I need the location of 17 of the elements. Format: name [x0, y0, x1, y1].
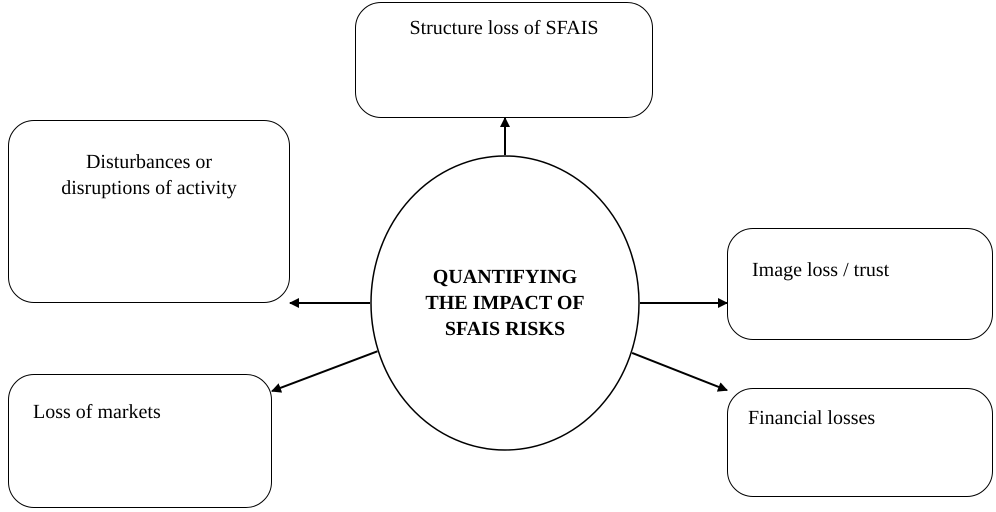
- node-label: QUANTIFYING THE IMPACT OF SFAIS RISKS: [424, 265, 586, 342]
- rounded-box: [727, 228, 993, 340]
- node-label: Disturbances or disruptions of activity: [60, 150, 238, 201]
- arrow: [500, 117, 510, 155]
- node-label: Structure loss of SFAIS: [409, 16, 599, 41]
- central-ellipse: [370, 155, 640, 451]
- node-label: Financial losses: [748, 406, 876, 431]
- arrow: [632, 352, 728, 392]
- node-label: Loss of markets: [33, 400, 161, 425]
- arrow: [640, 298, 728, 308]
- arrow: [289, 298, 370, 308]
- rounded-box: [8, 120, 290, 303]
- rounded-box: [727, 388, 993, 497]
- rounded-box: [8, 374, 272, 508]
- rounded-box: [355, 2, 653, 118]
- node-label: Image loss / trust: [752, 258, 890, 283]
- arrow: [271, 350, 378, 393]
